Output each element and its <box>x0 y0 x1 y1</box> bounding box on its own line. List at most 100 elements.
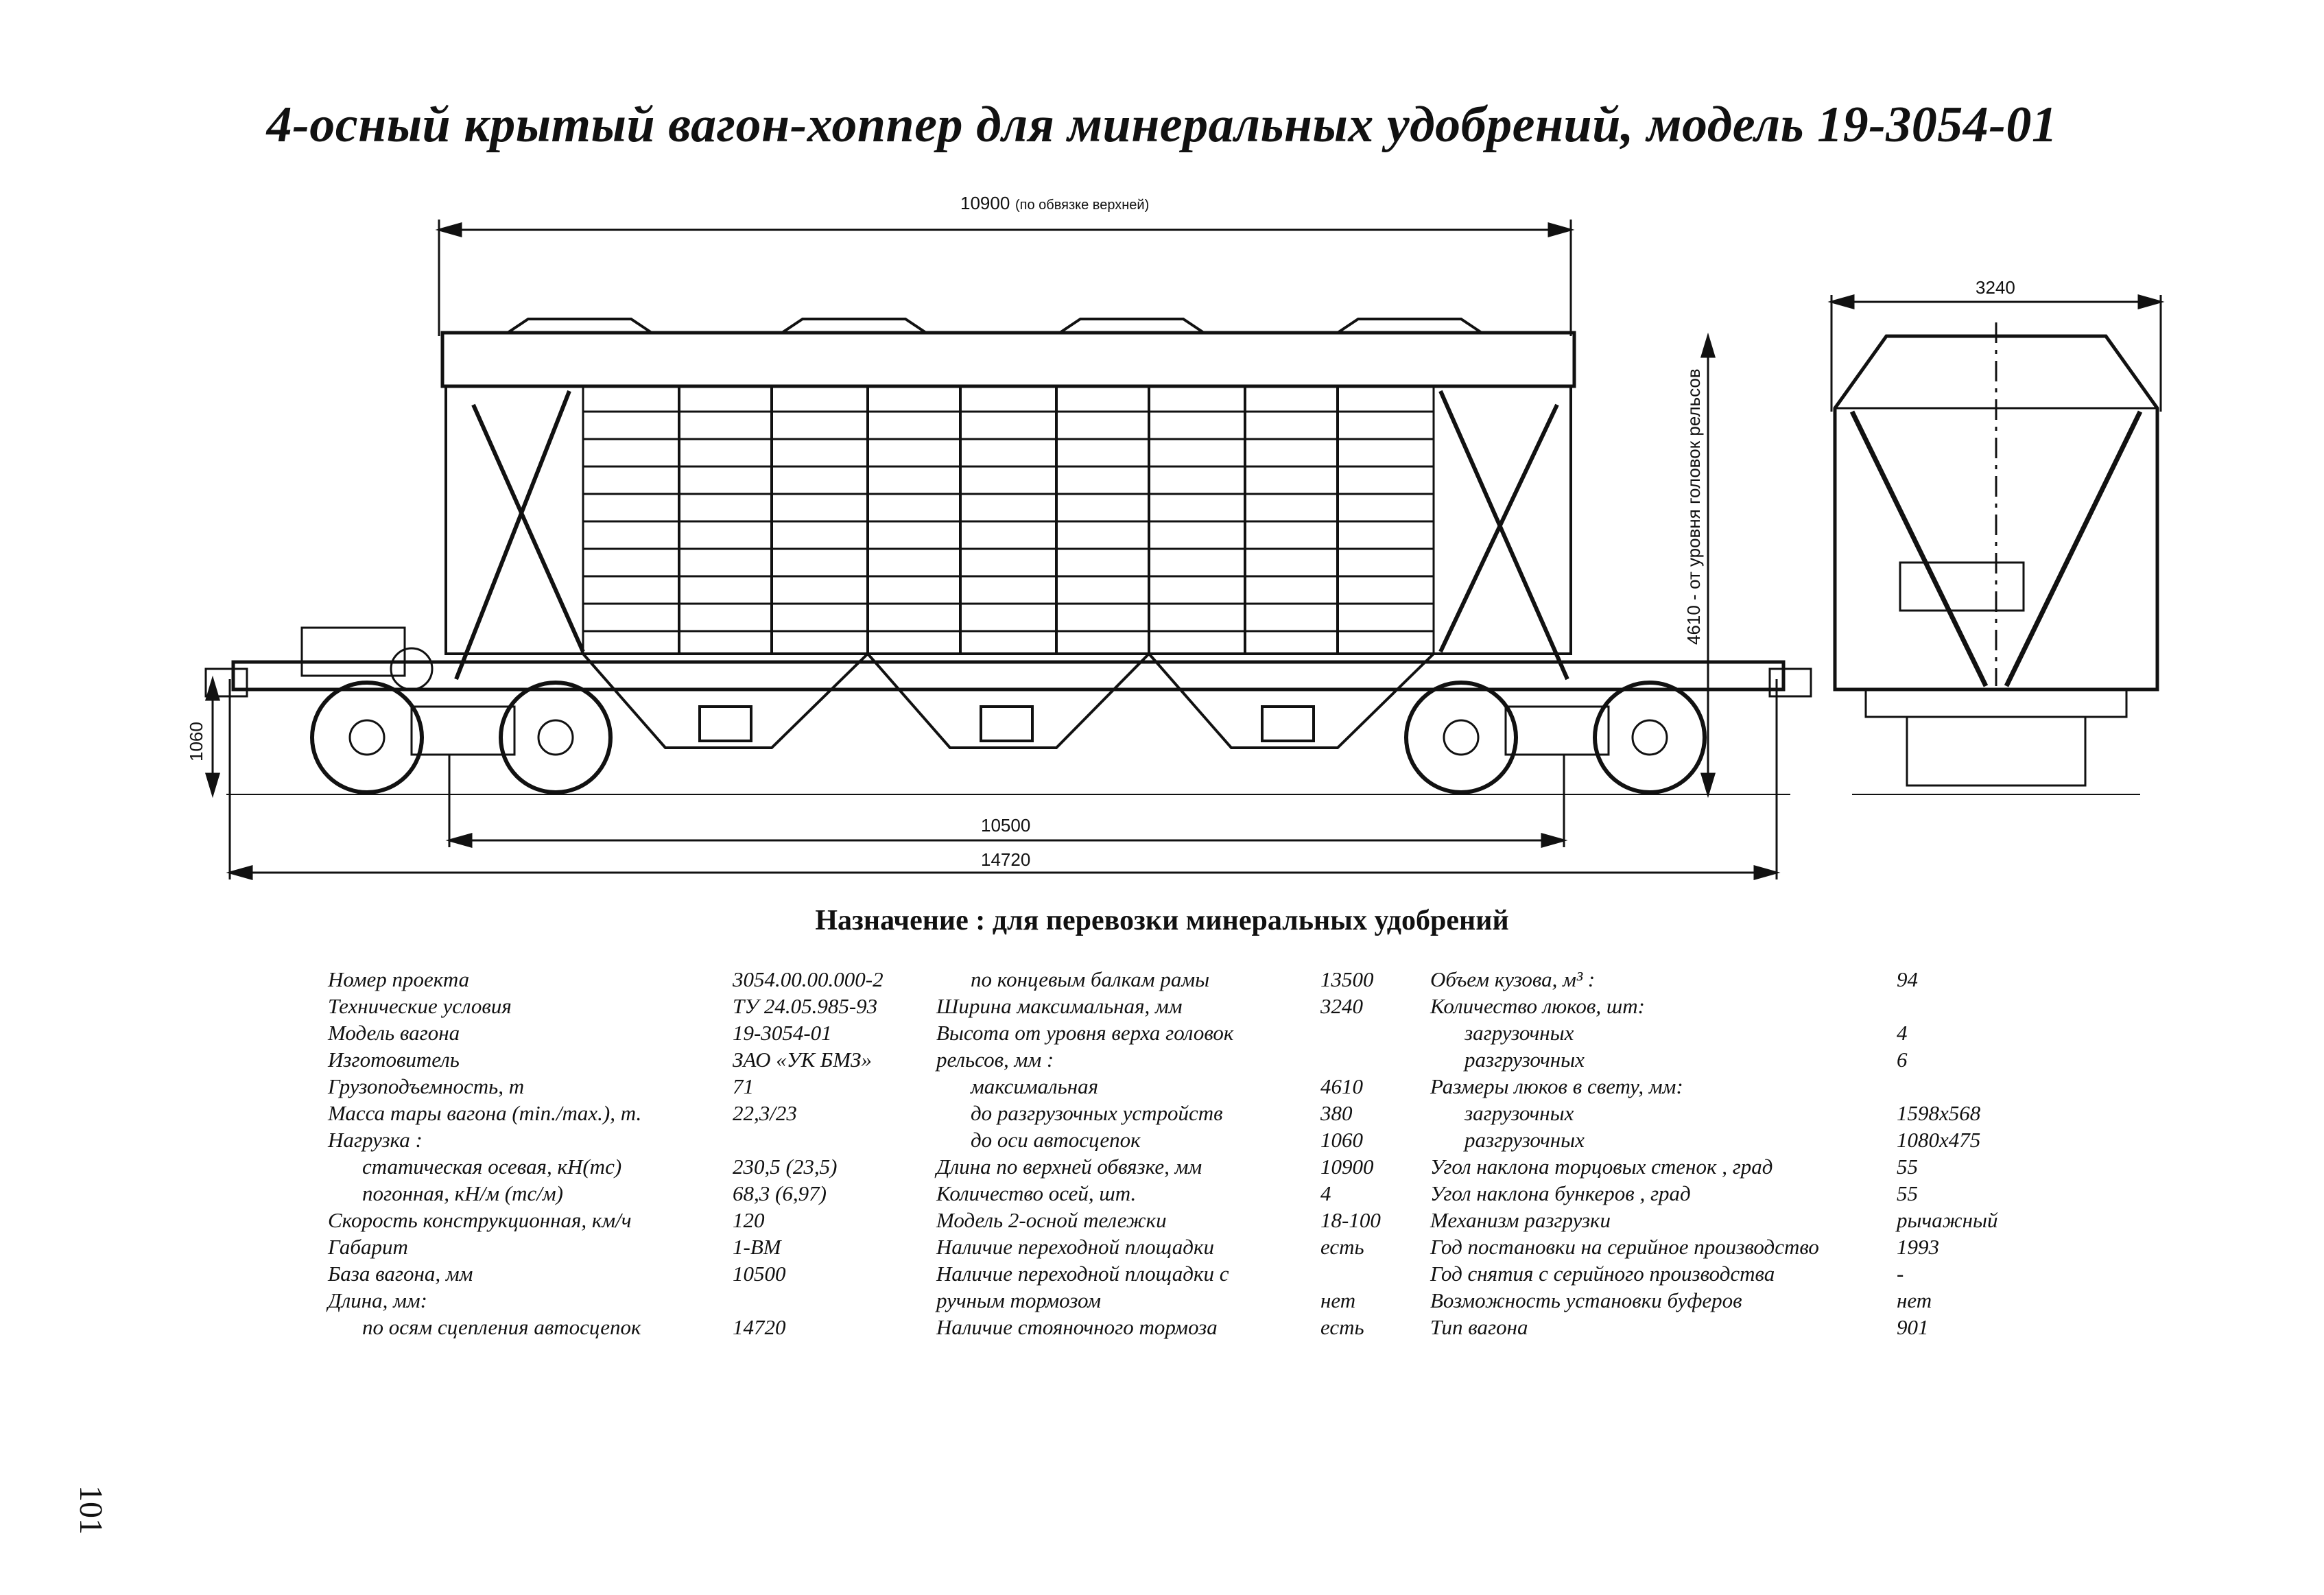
spec-value: ЗАО «УК БМЗ» <box>733 1048 872 1072</box>
spec-row: до оси автосцепок 1060 <box>936 1126 1416 1153</box>
dim-height-value: 4610 - от уровня головок рельсов <box>1683 368 1704 645</box>
spec-label: Размеры люков в свету, мм: <box>1430 1074 1683 1098</box>
spec-label: загрузочных <box>1465 1101 1574 1125</box>
spec-row: ручным тормозом нет <box>936 1287 1416 1314</box>
spec-value: 13500 <box>1320 967 1374 991</box>
spec-value: 6 <box>1897 1048 1908 1072</box>
spec-row: Наличие переходной площадки с <box>936 1260 1416 1287</box>
spec-row: по концевым балкам рамы 13500 <box>936 966 1416 993</box>
spec-label: Угол наклона торцовых стенок , град <box>1430 1155 1773 1179</box>
spec-label: загрузочных <box>1465 1021 1574 1045</box>
spec-value: нет <box>1897 1288 1932 1312</box>
spec-value: 94 <box>1897 967 1918 991</box>
spec-label: до оси автосцепок <box>971 1128 1141 1152</box>
dim-top-note: (по обвязке верхней) <box>1015 198 1149 213</box>
spec-label: разгрузочных <box>1465 1128 1585 1152</box>
spec-row: Высота от уровня верха головок <box>936 1019 1416 1046</box>
spec-label: Номер проекта <box>328 967 470 991</box>
spec-label: Механизм разгрузки <box>1430 1208 1611 1232</box>
spec-row: Изготовитель ЗАО «УК БМЗ» <box>328 1046 918 1073</box>
spec-row: рельсов, мм : <box>936 1046 1416 1073</box>
spec-row: Модель 2-осной тележки 18-100 <box>936 1207 1416 1233</box>
spec-label: Нагрузка : <box>328 1128 423 1152</box>
spec-row: максимальная 4610 <box>936 1073 1416 1100</box>
purpose-heading: Назначение : для перевозки минеральных у… <box>815 905 1509 936</box>
spec-row: Год снятия с серийного производства- <box>1430 1260 2061 1287</box>
spec-value: 10900 <box>1320 1155 1374 1179</box>
spec-row: Длина, мм: <box>328 1287 918 1314</box>
spec-value: 1060 <box>1320 1128 1363 1152</box>
spec-label: Год снятия с серийного производства <box>1430 1262 1775 1286</box>
spec-label: Количество осей, шт. <box>936 1181 1137 1205</box>
dim-length-value: 14720 <box>981 849 1030 870</box>
spec-row: Размеры люков в свету, мм: <box>1430 1073 2061 1100</box>
spec-label: Год постановки на серийное производство <box>1430 1235 1819 1259</box>
spec-row: Количество осей, шт.4 <box>936 1180 1416 1207</box>
spec-value: рычажный <box>1897 1208 1998 1232</box>
spec-row: разгрузочных 6 <box>1430 1046 2061 1073</box>
spec-value: 4610 <box>1320 1074 1363 1098</box>
spec-value: ТУ 24.05.985-93 <box>733 994 878 1018</box>
spec-value: 14720 <box>733 1315 786 1339</box>
spec-row: Модель вагона 19-3054-01 <box>328 1019 918 1046</box>
spec-value: 1080x475 <box>1897 1128 1981 1152</box>
spec-value: 120 <box>733 1208 765 1232</box>
spec-label: Длина, мм: <box>328 1288 428 1312</box>
spec-value: 22,3/23 <box>733 1101 797 1125</box>
spec-value: 1993 <box>1897 1235 1939 1259</box>
spec-value: 55 <box>1897 1181 1918 1205</box>
spec-row: загрузочных 4 <box>1430 1019 2061 1046</box>
spec-label: Длина по верхней обвязке, мм <box>936 1155 1202 1179</box>
spec-value: 19-3054-01 <box>733 1021 832 1045</box>
spec-label: разгрузочных <box>1465 1048 1585 1072</box>
spec-label: Габарит <box>328 1235 408 1259</box>
spec-row: статическая осевая, кН(тс)230,5 (23,5) <box>328 1153 918 1180</box>
spec-label: База вагона, мм <box>328 1262 473 1286</box>
spec-label: Масса тары вагона (min./max.), т. <box>328 1101 642 1125</box>
spec-label: по концевым балкам рамы <box>971 967 1210 991</box>
spec-row: Масса тары вагона (min./max.), т. 22,3/23 <box>328 1100 918 1126</box>
spec-label: Модель вагона <box>328 1021 460 1045</box>
spec-value: 1-ВМ <box>733 1235 781 1259</box>
document-title: 4-осный крытый вагон-хоппер для минераль… <box>266 97 2058 153</box>
spec-value: 4 <box>1897 1021 1908 1045</box>
spec-label: Модель 2-осной тележки <box>936 1208 1167 1232</box>
dim-top-value: 10900 <box>960 193 1010 213</box>
spec-label: рельсов, мм : <box>936 1048 1054 1072</box>
spec-label: максимальная <box>971 1074 1099 1098</box>
spec-value: нет <box>1320 1288 1356 1312</box>
spec-label: Угол наклона бункеров , град <box>1430 1181 1691 1205</box>
spec-label: Ширина максимальная, мм <box>936 994 1183 1018</box>
spec-label: Наличие переходной площадки с <box>936 1262 1229 1286</box>
wagon-drawing: 10900 (по обвязке верхней) 10500 14720 1… <box>186 193 2165 880</box>
spec-value: 55 <box>1897 1155 1918 1179</box>
spec-row: Технические условия ТУ 24.05.985-93 <box>328 993 918 1019</box>
spec-value: 1598x568 <box>1897 1101 1981 1125</box>
spec-value: есть <box>1320 1235 1364 1259</box>
spec-label: Технические условия <box>328 994 512 1018</box>
spec-label: Объем кузова, м³ : <box>1430 967 1596 991</box>
spec-label: ручным тормозом <box>936 1288 1102 1312</box>
spec-row: загрузочных 1598x568 <box>1430 1100 2061 1126</box>
dim-base-value: 10500 <box>981 815 1030 836</box>
spec-label: Изготовитель <box>328 1048 460 1072</box>
spec-row: Длина по верхней обвязке, мм 10900 <box>936 1153 1416 1180</box>
spec-label: погонная, кН/м (тс/м) <box>362 1181 563 1205</box>
spec-value: 3054.00.00.000-2 <box>733 967 884 991</box>
spec-label: статическая осевая, кН(тс) <box>362 1155 622 1179</box>
spec-row: Нагрузка : <box>328 1126 918 1153</box>
spec-row: Год постановки на серийное производство 1… <box>1430 1233 2061 1260</box>
spec-value: 71 <box>733 1074 754 1098</box>
spec-label: Тип вагона <box>1430 1315 1528 1339</box>
spec-row: Объем кузова, м³ : 94 <box>1430 966 2061 993</box>
spec-value: есть <box>1320 1315 1364 1339</box>
dim-width-value: 3240 <box>1976 277 2015 298</box>
spec-value: 18-100 <box>1320 1208 1381 1232</box>
